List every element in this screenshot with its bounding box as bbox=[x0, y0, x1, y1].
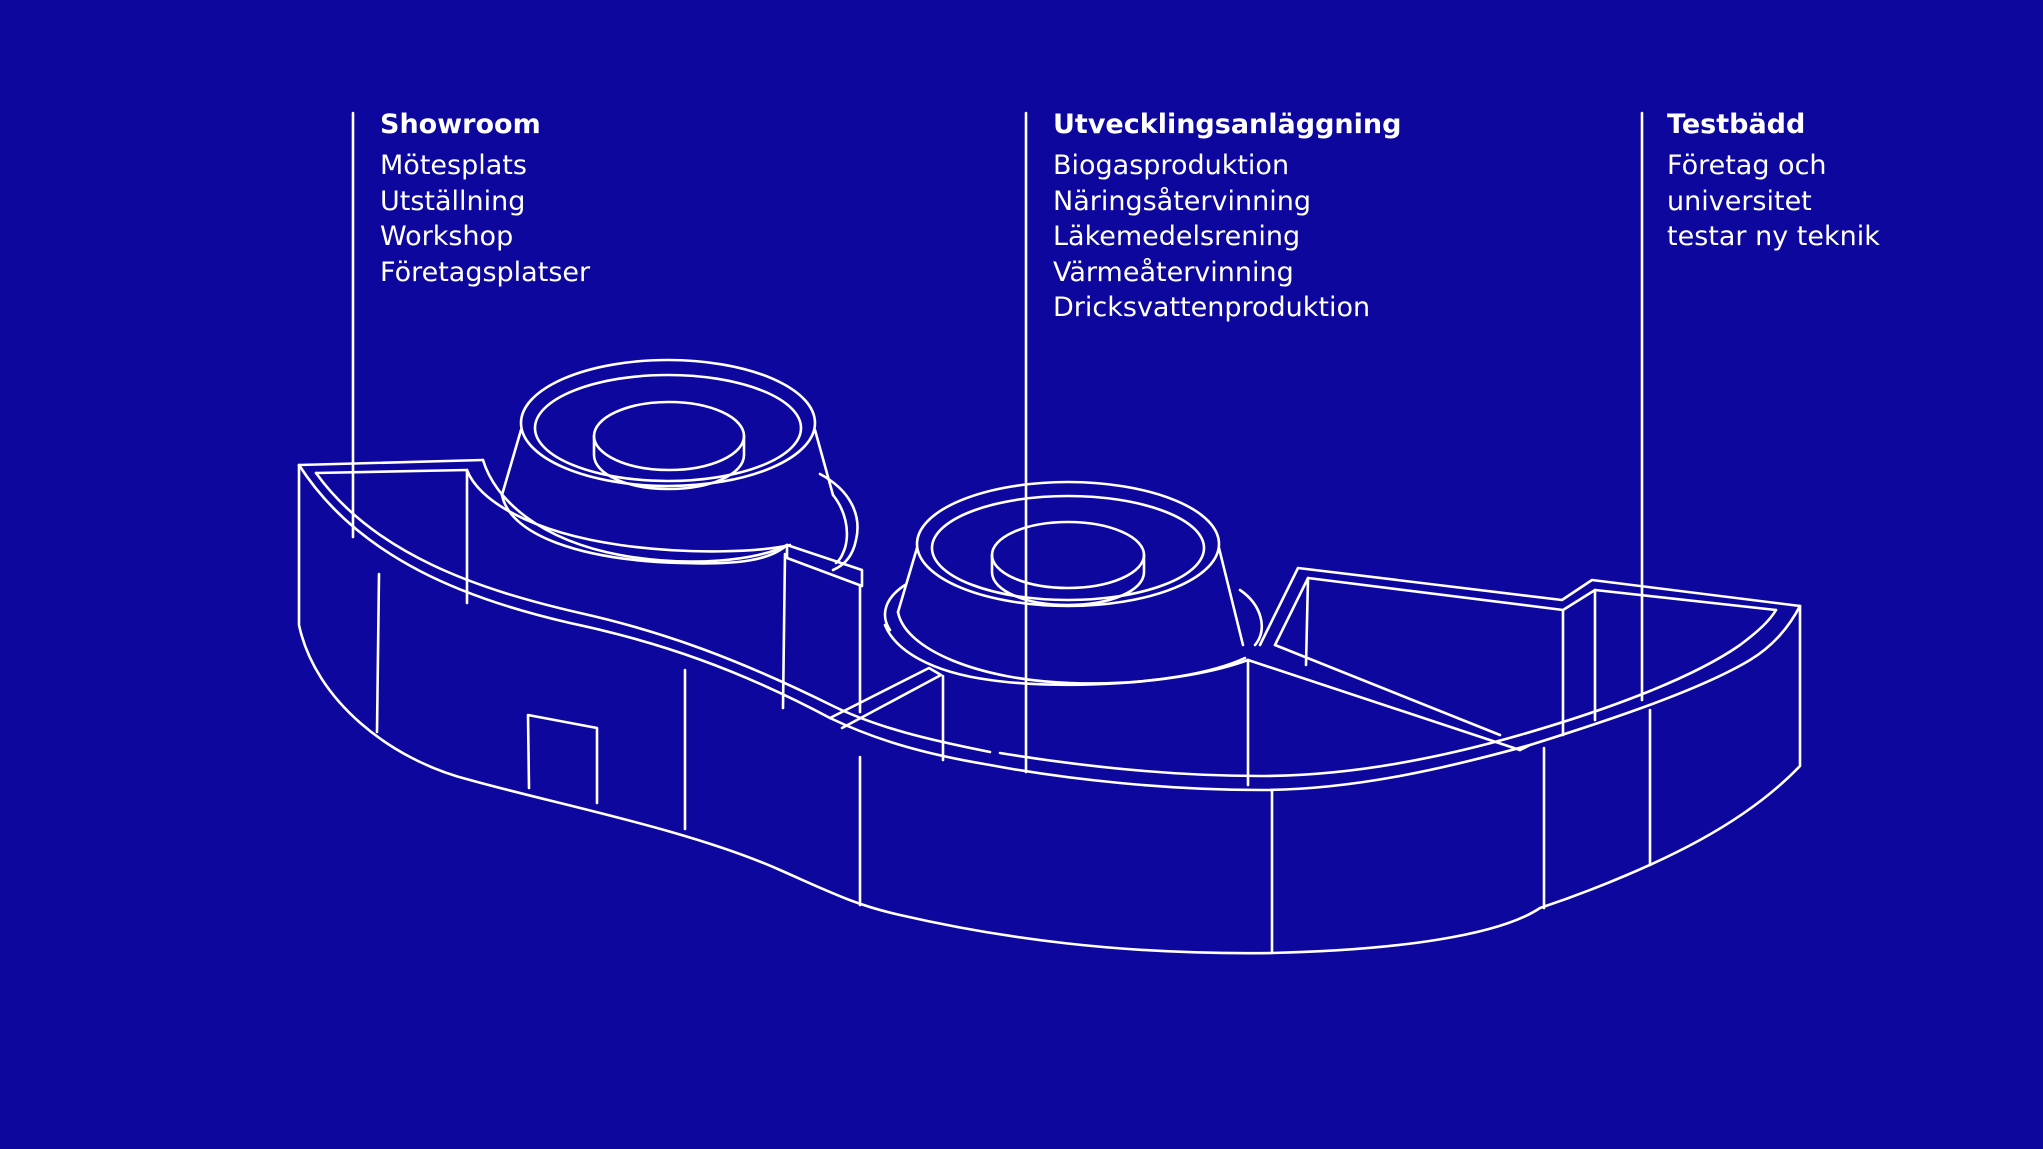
list-item: Företag och bbox=[1667, 150, 1827, 181]
list-item: Biogasproduktion bbox=[1053, 150, 1290, 181]
callout-list-development: Biogasproduktion Näringsåtervinning Läke… bbox=[1053, 148, 1401, 326]
list-item: Företagsplatser bbox=[380, 256, 591, 288]
list-item: Värmeåtervinning bbox=[1053, 256, 1294, 288]
callout-development: Utvecklingsanläggning Biogasproduktion N… bbox=[1053, 107, 1401, 326]
list-item: Workshop bbox=[380, 221, 514, 253]
list-item: Utställning bbox=[380, 185, 526, 217]
outer-wall bbox=[297, 463, 1802, 955]
list-item: testar ny teknik bbox=[1667, 221, 1880, 253]
tank-middle bbox=[883, 480, 1264, 685]
center-wing bbox=[828, 623, 1652, 955]
tank-left bbox=[500, 358, 864, 714]
list-item: Näringsåtervinning bbox=[1053, 185, 1311, 217]
door bbox=[526, 713, 599, 805]
list-item: Mötesplats bbox=[380, 150, 527, 181]
callout-testbed: Testbädd Företag och universitet testar … bbox=[1667, 107, 1880, 255]
callout-list-showroom: Mötesplats Utställning Workshop Företags… bbox=[380, 148, 590, 290]
list-item: Dricksvattenproduktion bbox=[1053, 292, 1371, 324]
callout-showroom: Showroom Mötesplats Utställning Workshop… bbox=[380, 107, 590, 290]
callout-title-showroom: Showroom bbox=[380, 109, 541, 140]
callout-title-development: Utvecklingsanläggning bbox=[1053, 109, 1402, 140]
list-item: Läkemedelsrening bbox=[1053, 221, 1301, 253]
showroom-wing bbox=[297, 458, 792, 831]
callout-list-testbed: Företag och universitet testar ny teknik bbox=[1667, 148, 1880, 255]
testbed-wing bbox=[1258, 566, 1802, 752]
list-item: universitet bbox=[1667, 185, 1812, 217]
callout-title-testbed: Testbädd bbox=[1667, 109, 1806, 140]
